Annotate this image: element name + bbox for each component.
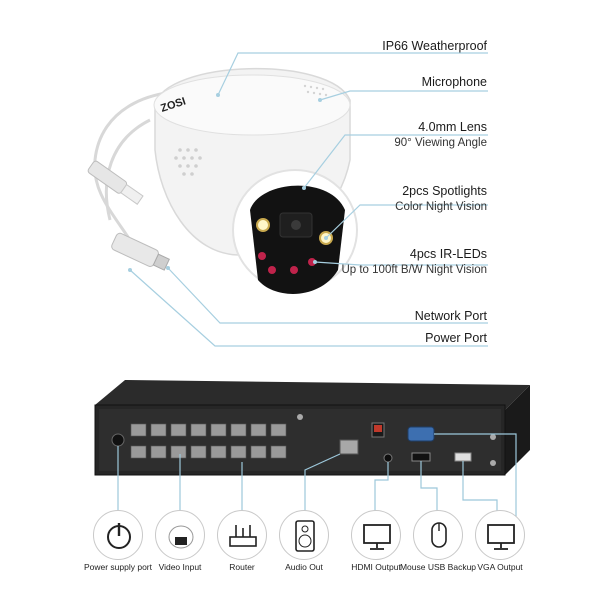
port-label-video: Video Input — [158, 562, 202, 572]
port-label-usb: Mouse USB Backup — [399, 562, 477, 572]
feature-network-port: Network Port — [415, 308, 487, 324]
ethernet-port — [170, 423, 187, 437]
power-connector — [111, 232, 170, 271]
feature-title: Microphone — [421, 75, 487, 89]
feature-subtitle: 90° Viewing Angle — [394, 137, 487, 149]
feature-title: Network Port — [414, 309, 487, 323]
monitor-icon — [475, 510, 525, 560]
dome-camera-icon — [155, 510, 205, 560]
ethernet-port — [230, 445, 247, 459]
port-label-power: Power supply port — [83, 562, 153, 572]
ethernet-port — [190, 423, 207, 437]
port-label-router: Router — [229, 562, 255, 572]
ethernet-port — [170, 445, 187, 459]
feature-lens: 4.0mm Lens 90° Viewing Angle — [394, 119, 487, 151]
ethernet-port — [210, 423, 227, 437]
port-label-hdmi: HDMI Output — [351, 562, 401, 572]
speaker-icon — [279, 510, 329, 560]
feature-title: 4pcs IR-LEDs — [409, 247, 487, 261]
ethernet-port — [250, 445, 267, 459]
ethernet-port — [270, 423, 287, 437]
ethernet-port — [190, 445, 207, 459]
feature-power-port: Power Port — [425, 330, 487, 346]
router-icon — [217, 510, 267, 560]
ethernet-port — [130, 445, 147, 459]
feature-spotlights: 2pcs Spotlights Color Night Vision — [395, 183, 487, 215]
monitor-icon — [351, 510, 401, 560]
ethernet-port — [130, 423, 147, 437]
network-connector — [87, 160, 144, 205]
ethernet-port — [230, 423, 247, 437]
ethernet-port — [150, 423, 167, 437]
feature-title: 4.0mm Lens — [418, 120, 487, 134]
feature-weatherproof: IP66 Weatherproof — [382, 38, 487, 54]
feature-title: 2pcs Spotlights — [402, 184, 487, 198]
port-label-audio: Audio Out — [285, 562, 323, 572]
feature-title: Power Port — [425, 331, 487, 345]
ethernet-port — [210, 445, 227, 459]
ethernet-port — [250, 423, 267, 437]
power-icon — [93, 510, 143, 560]
port-label-vga: VGA Output — [477, 562, 523, 572]
feature-ir-leds: 4pcs IR-LEDs Up to 100ft B/W Night Visio… — [341, 246, 487, 278]
ethernet-port — [150, 445, 167, 459]
ethernet-port — [270, 445, 287, 459]
feature-microphone: Microphone — [422, 74, 487, 90]
feature-title: IP66 Weatherproof — [382, 39, 487, 53]
mouse-icon — [413, 510, 463, 560]
feature-subtitle: Color Night Vision — [395, 201, 487, 213]
feature-subtitle: Up to 100ft B/W Night Vision — [341, 264, 487, 276]
